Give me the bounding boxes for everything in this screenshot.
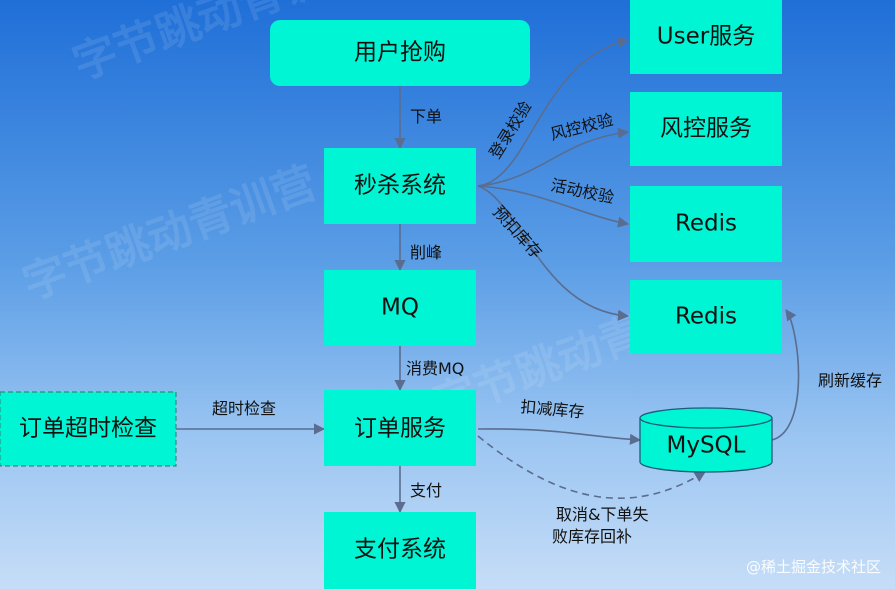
label-timeout-check: 超时检查 xyxy=(212,399,276,418)
node-payment-label: 支付系统 xyxy=(354,537,446,563)
node-order-service-label: 订单服务 xyxy=(354,416,446,442)
label-consume-mq: 消费MQ xyxy=(406,359,464,378)
node-order-timeout xyxy=(0,391,177,467)
node-mysql: MySQL xyxy=(639,407,773,473)
label-risk-check: 风控校验 xyxy=(548,110,615,144)
credit-watermark: @稀土掘金技术社区 xyxy=(745,558,881,576)
edge-risk-check xyxy=(477,127,630,187)
node-payment xyxy=(324,512,476,589)
node-order-service xyxy=(324,390,476,466)
node-risk-service-label: 风控服务 xyxy=(660,116,752,142)
label-place-order: 下单 xyxy=(410,107,442,126)
node-mq-label: MQ xyxy=(381,295,419,321)
label-pay: 支付 xyxy=(410,481,442,500)
node-seckill-label: 秒杀系统 xyxy=(354,173,446,199)
node-order-timeout-label: 订单超时检查 xyxy=(19,416,157,442)
edges xyxy=(176,36,800,514)
label-pre-deduct: 预扣库存 xyxy=(489,202,546,262)
node-redis-2-label: Redis xyxy=(675,304,737,330)
label-peak-shaving: 削峰 xyxy=(410,243,442,262)
mysql-cylinder-body xyxy=(639,418,773,473)
node-user-buy xyxy=(270,20,530,86)
node-redis-1 xyxy=(630,186,782,262)
edge-login-check xyxy=(477,36,630,187)
edge-cancel-rollback xyxy=(477,435,706,499)
watermark-text: 字节跳动青训营 xyxy=(16,157,323,310)
edge-pre-deduct xyxy=(477,185,630,321)
node-redis-1-label: Redis xyxy=(675,211,737,237)
node-redis-2 xyxy=(630,280,782,354)
node-user-buy-label: 用户抢购 xyxy=(354,40,446,66)
label-login-check: 登录校验 xyxy=(485,98,535,162)
node-seckill xyxy=(324,148,476,224)
node-mysql-label: MySQL xyxy=(667,433,746,459)
label-cancel-line1: 取消&下单失 xyxy=(556,505,648,524)
label-refresh-cache: 刷新缓存 xyxy=(818,371,882,390)
node-risk-service xyxy=(630,92,782,166)
label-activity-check: 活动校验 xyxy=(549,175,616,207)
edge-deduct-stock xyxy=(477,428,642,445)
label-deduct-stock: 扣减库存 xyxy=(520,397,585,422)
edge-activity-check xyxy=(477,185,630,228)
node-user-service-label: User服务 xyxy=(657,24,755,50)
node-user-service xyxy=(630,0,782,74)
mysql-cylinder-top xyxy=(639,407,773,429)
label-cancel-line2: 败库存回补 xyxy=(552,527,632,546)
edge-refresh-cache xyxy=(771,309,800,441)
node-mq xyxy=(324,270,476,346)
nodes: 用户抢购 秒杀系统 MQ 订单服务 支付系统 订单超时检查 User服务 风控服… xyxy=(0,0,782,589)
